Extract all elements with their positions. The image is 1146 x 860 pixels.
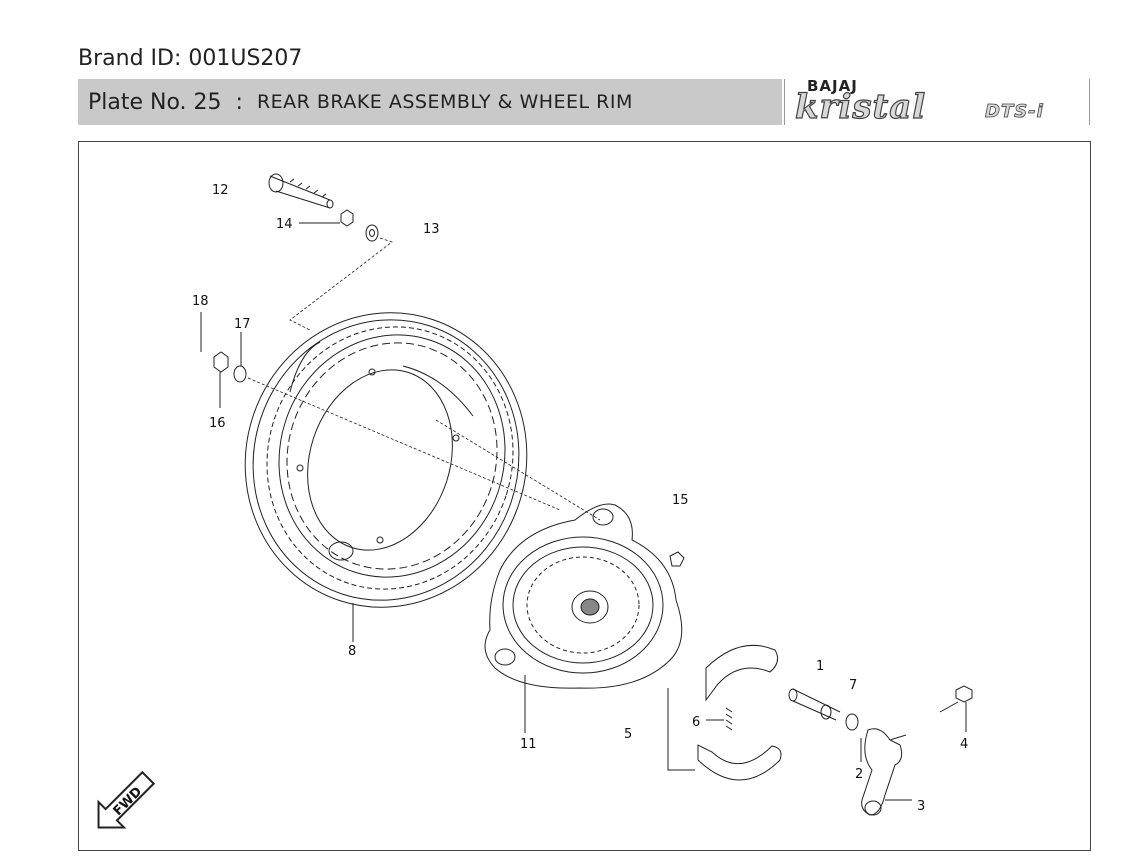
exploded-diagram-frame <box>78 141 1091 851</box>
logo-suffix: DTS-i <box>985 101 1044 123</box>
callout-8: 8 <box>348 644 356 659</box>
callout-15: 15 <box>672 493 689 508</box>
plate-number: Plate No. 25 : <box>88 89 243 115</box>
callout-17: 17 <box>234 317 251 332</box>
brake-panel-drawing <box>484 503 685 733</box>
wheel-nut-drawing <box>200 312 247 408</box>
callout-18: 18 <box>192 294 209 309</box>
axle-nut-drawing <box>299 209 354 227</box>
brake-lever-drawing <box>860 728 912 816</box>
brand-id: Brand ID: 001US207 <box>78 46 303 71</box>
callout-3: 3 <box>917 799 925 814</box>
callout-13: 13 <box>423 222 440 237</box>
callout-4: 4 <box>960 737 968 752</box>
brand-logo: BAJAJ kristal DTS-i <box>784 77 1090 128</box>
fwd-direction-arrow <box>97 770 156 829</box>
axle-bolt-drawing <box>268 173 334 209</box>
lever-bolt-drawing <box>939 685 973 732</box>
callout-1: 1 <box>816 659 824 674</box>
callout-12: 12 <box>212 183 229 198</box>
callout-11: 11 <box>520 737 537 752</box>
fwd-label: FWD <box>111 784 146 819</box>
plate-title: REAR BRAKE ASSEMBLY & WHEEL RIM <box>256 91 633 113</box>
callout-14: 14 <box>276 217 293 232</box>
plate-title-bar: Plate No. 25 : REAR BRAKE ASSEMBLY & WHE… <box>78 79 782 125</box>
callout-6: 6 <box>692 715 700 730</box>
washer-drawing <box>365 224 379 242</box>
wheel-rim-drawing <box>244 312 528 642</box>
logo-brand: BAJAJ <box>807 77 858 95</box>
cam-washer-drawing <box>845 713 859 731</box>
callout-5: 5 <box>624 727 632 742</box>
logo-model: kristal <box>794 86 927 127</box>
callout-7: 7 <box>849 678 857 693</box>
brake-cam-drawing <box>788 688 841 721</box>
callout-16: 16 <box>209 416 226 431</box>
callout-2: 2 <box>855 767 863 782</box>
brake-shoe-drawing <box>667 644 782 781</box>
